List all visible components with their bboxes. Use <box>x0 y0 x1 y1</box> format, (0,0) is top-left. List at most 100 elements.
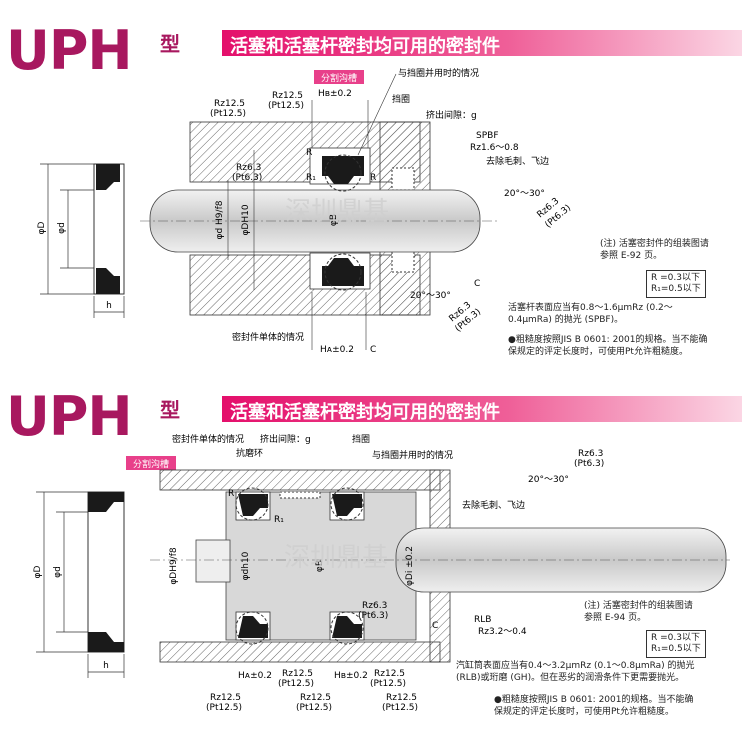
pt125d-2: (Pt12.5) <box>382 703 418 713</box>
nut <box>195 539 231 583</box>
dim-h-2: h <box>103 661 109 671</box>
seal-lower-section <box>96 268 120 294</box>
seal-single-view: φD φd h <box>37 163 125 318</box>
rz63a: Rz6.3 <box>236 163 261 173</box>
dim-DH9: φDH9/f8 <box>169 547 179 585</box>
note-assembly-2: (注) 活塞密封件的组装图请 参照 E-94 页。 <box>584 601 693 623</box>
r1-label-b: R₁ <box>274 515 284 525</box>
pt125b-2: (Pt12.5) <box>206 703 242 713</box>
watermark-2: 深圳鼎基 <box>284 543 388 573</box>
dim-B: φB <box>329 214 339 226</box>
seal-piston-lower-right <box>332 616 362 638</box>
pt125c-2: (Pt12.5) <box>296 703 332 713</box>
dim-c2: C <box>474 279 480 289</box>
dim-dh9: φd H9/f8 <box>215 200 225 239</box>
rz63-2: Rz6.3 <box>578 449 603 459</box>
label-rz32: Rz3.2～0.4 <box>478 627 527 637</box>
cylinder-lower <box>159 641 441 663</box>
r-label-2: R <box>370 173 376 183</box>
surface-note-2: 汽缸筒表面应当有0.4～3.2μmRz (0.1～0.8μmRa) 的抛光 (R… <box>456 661 695 683</box>
dim-c1: C <box>370 345 376 355</box>
label-spbf: SPBF <box>476 131 499 141</box>
label-rlb: RLB <box>474 615 491 625</box>
rz125a-2: Rz12.5 <box>282 669 313 679</box>
watermark: 深圳鼎基 <box>285 197 389 227</box>
wiper-lower <box>391 249 415 273</box>
dim-ha-2: Hᴀ±0.2 <box>238 671 272 681</box>
detail-circle-upper <box>324 154 362 192</box>
note-assembly: (注) 活塞密封件的组装图请 参照 E-92 页。 <box>600 239 709 261</box>
pt125e-2: (Pt12.5) <box>370 679 406 689</box>
r-box-2: R =0.3以下 R₁=0.5以下 <box>646 630 706 658</box>
rz125e-2: Rz12.5 <box>374 669 405 679</box>
r1-label: R₁ <box>306 173 316 183</box>
dim-phid-2: φd <box>53 566 63 578</box>
pt125a-2: (Pt12.5) <box>278 679 314 689</box>
label-rz16: Rz1.6～0.8 <box>470 143 519 153</box>
label-angle-bot: 20°～30° <box>410 291 451 301</box>
title-bar: 活塞和活塞杆密封均可用的密封件 <box>222 30 742 57</box>
series-logo-suffix: 型 <box>160 32 180 56</box>
section-header: UPH 型 活塞和活塞杆密封均可用的密封件 <box>0 18 750 78</box>
wiper-upper <box>391 167 415 191</box>
seal-single-view-2: φD φd h <box>33 491 125 678</box>
series-logo: UPH <box>6 19 133 82</box>
label-extrusion-2: 挤出间隙：g <box>260 433 311 445</box>
label-angle-top: 20°～30° <box>504 189 545 199</box>
seal-upper-section <box>96 164 120 190</box>
r-label-b: R <box>228 489 234 499</box>
dim-dh10: φdh10 <box>241 551 251 580</box>
r-label: R <box>306 148 312 158</box>
rod-seal-diagram: 分割沟槽 φD φd h <box>37 67 573 355</box>
title-bar-2: 活塞和活塞杆密封均可用的密封件 <box>222 396 742 423</box>
section-title-2: 活塞和活塞杆密封均可用的密封件 <box>230 402 500 423</box>
dim-h: h <box>106 301 112 311</box>
label-backup: 与挡圈并用时的情况 <box>398 67 479 79</box>
dim-Di: φDi ±0.2 <box>405 546 415 586</box>
label-deburr: 去除毛刺、飞边 <box>486 155 549 167</box>
dim-DH10: φDH10 <box>241 204 251 235</box>
label-deburr-2: 去除毛刺、飞边 <box>462 499 525 511</box>
label-single-2: 密封件单体的情况 <box>172 433 244 445</box>
rz125a: Rz12.5 <box>214 99 245 109</box>
groove-tag-bg-2 <box>126 456 176 470</box>
piston-seal-diagram: 分割沟槽 φD φd h <box>33 433 730 713</box>
pt125b: (Pt12.5) <box>268 101 304 111</box>
dim-phiD: φD <box>37 222 47 235</box>
pt63-2: (Pt6.3) <box>574 459 604 469</box>
groove-tag: 分割沟槽 <box>321 72 357 84</box>
dim-ha: Hᴀ±0.2 <box>320 345 354 355</box>
roughness-note: ●粗糙度按照JIS B 0601: 2001的规格。当不能确 保规定的评定长度时… <box>508 335 708 357</box>
label-retainer: 挡圈 <box>392 93 410 105</box>
rz63b-2: Rz6.3 <box>362 601 387 611</box>
seal-piston-upper-left <box>238 494 268 516</box>
rz125b: Rz12.5 <box>272 91 303 101</box>
cylinder-upper <box>159 469 441 491</box>
seal-piston-lower-left <box>238 616 268 638</box>
seal-lower <box>322 258 364 286</box>
rz125b-2: Rz12.5 <box>210 693 241 703</box>
label-extrusion: 挤出间隙：g <box>426 109 477 121</box>
dim-c-2: C <box>432 621 438 631</box>
r-box: R =0.3以下 R₁=0.5以下 <box>646 270 706 298</box>
rz125d-2: Rz12.5 <box>386 693 417 703</box>
label-backup-2: 与挡圈并用时的情况 <box>372 449 453 461</box>
rz125c-2: Rz12.5 <box>300 693 331 703</box>
label-single: 密封件单体的情况 <box>232 331 304 343</box>
seal-upper <box>322 156 364 184</box>
wear-ring <box>279 491 321 499</box>
pt63b-2: (Pt6.3) <box>358 611 388 621</box>
section-header-2: UPH 型 活塞和活塞杆密封均可用的密封件 <box>0 384 750 444</box>
detail-circle-lower <box>324 253 362 291</box>
dim-hb: Hʙ±0.2 <box>318 89 352 99</box>
groove-tag-2: 分割沟槽 <box>133 458 169 470</box>
seal-piston-upper-right <box>332 494 362 516</box>
series-logo-2: UPH <box>6 385 133 448</box>
series-logo-suffix-2: 型 <box>160 398 180 422</box>
label-retainer-2: 挡圈 <box>352 433 370 445</box>
groove-tag-bg <box>314 70 364 84</box>
pt63a: (Pt6.3) <box>232 173 262 183</box>
pt125a: (Pt12.5) <box>210 109 246 119</box>
surface-note: 活塞杆表面应当有0.8～1.6μmRz (0.2～ 0.4μmRa) 的抛光 (… <box>508 303 673 325</box>
dim-B-2: φB <box>315 560 325 572</box>
